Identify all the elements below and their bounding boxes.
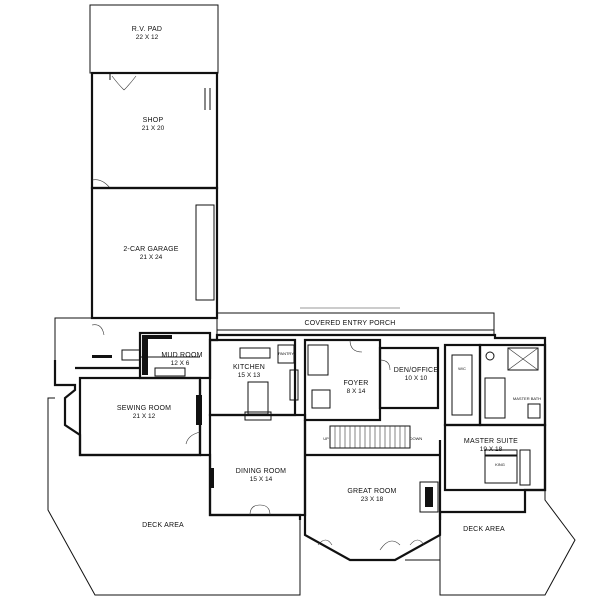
sewing-room — [78, 376, 202, 457]
deck-area-right-name: DECK AREA — [463, 526, 505, 533]
dining-room-name: DINING ROOM — [236, 468, 286, 475]
den-office-name: DEN/OFFICE — [394, 367, 439, 374]
kitchen-dims: 15 X 13 — [238, 372, 261, 379]
shop-name: SHOP — [143, 117, 164, 124]
deck-area-right — [405, 490, 576, 596]
mud-room-dims: 12 X 6 — [171, 360, 190, 367]
foyer-name: FOYER — [343, 380, 368, 387]
deck-area-left-name: DECK AREA — [142, 522, 184, 529]
garage-name: 2-CAR GARAGE — [123, 246, 178, 253]
shop-dims: 21 X 20 — [142, 125, 165, 132]
dining-room-dims: 15 X 14 — [250, 476, 273, 483]
deck-area-left — [47, 397, 301, 596]
room-labels: R.V. PAD 22 X 12 SHOP 21 X 20 2-CAR GARA… — [117, 26, 541, 533]
den-office — [378, 346, 440, 410]
sewing-room-name: SEWING ROOM — [117, 405, 171, 412]
garage-dims: 21 X 24 — [140, 254, 163, 261]
mud-room-name: MUD ROOM — [161, 352, 202, 359]
master-suite — [443, 423, 547, 492]
wic-label: W/C — [458, 366, 466, 371]
pantry-label: PANTRY — [278, 351, 294, 356]
west-porch — [54, 317, 141, 361]
rv-pad-name: R.V. PAD — [132, 26, 162, 33]
garage — [90, 186, 219, 320]
great-room-dims: 23 X 18 — [361, 496, 384, 503]
kitchen-name: KITCHEN — [233, 364, 265, 371]
up-label: UP — [323, 436, 329, 441]
master-suite-name: MASTER SUITE — [464, 438, 518, 445]
dining-room — [208, 413, 307, 517]
foyer-dims: 8 X 14 — [347, 388, 366, 395]
great-room — [303, 420, 442, 562]
porch-name: COVERED ENTRY PORCH — [304, 320, 395, 327]
sewing-room-dims: 21 X 12 — [133, 413, 156, 420]
den-office-dims: 10 X 10 — [405, 375, 428, 382]
great-room-name: GREAT ROOM — [347, 488, 396, 495]
master-bath-label: MASTER BATH — [513, 396, 541, 401]
king-label: KING — [495, 462, 505, 467]
master-suite-dims: 19 X 18 — [480, 446, 503, 453]
down-label: DOWN — [410, 436, 423, 441]
rv-pad-dims: 22 X 12 — [136, 34, 159, 41]
master-bath — [443, 343, 547, 427]
